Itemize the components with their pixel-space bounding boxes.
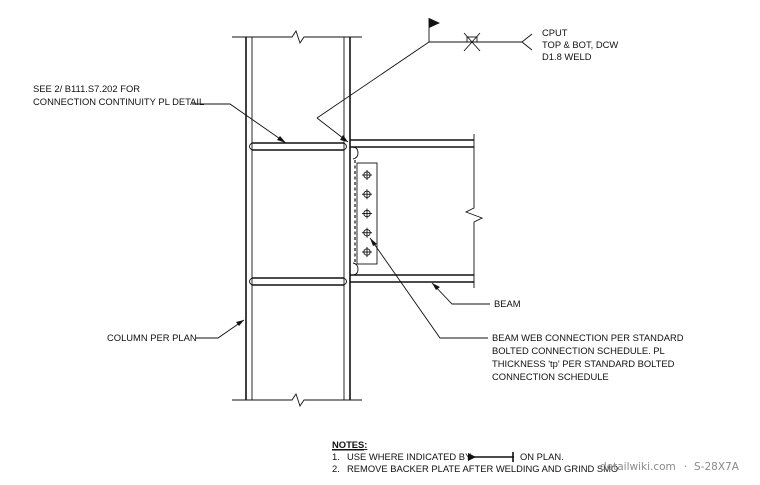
note-1-number: 1.: [332, 451, 340, 462]
watermark-site: detailwiki.com: [600, 461, 676, 473]
watermark-code: S-28X7A: [694, 461, 740, 473]
column: [232, 29, 362, 408]
leaders: [192, 103, 490, 339]
web-connection-label-line1: BEAM WEB CONNECTION PER STANDARD: [492, 332, 684, 343]
web-connection-label-line4: CONNECTION SCHEDULE: [492, 371, 609, 382]
beam: [350, 134, 484, 288]
weld-label-line3: D1.8 WELD: [542, 51, 592, 62]
leader-arrow-icon: [370, 238, 377, 246]
weld-label-line1: CPUT: [542, 27, 568, 38]
note-2-text: REMOVE BACKER PLATE AFTER WELDING AND GR…: [347, 463, 618, 474]
shear-plate: [354, 160, 378, 265]
note-1-text-after: ON PLAN.: [520, 451, 564, 462]
note-1-text-before: USE WHERE INDICATED BY: [347, 451, 472, 462]
watermark-separator: ·: [684, 461, 687, 473]
indicator-arrow-icon: [468, 452, 514, 462]
web-connection-label-line2: BOLTED CONNECTION SCHEDULE. PL: [492, 345, 665, 356]
notes: NOTES: 1. USE WHERE INDICATED BY ON PLAN…: [332, 439, 618, 474]
column-label: COLUMN PER PLAN: [107, 332, 197, 343]
bolt-group: [362, 170, 372, 257]
note-2-number: 2.: [332, 463, 340, 474]
field-weld-flag-icon: [429, 18, 440, 28]
notes-heading: NOTES:: [332, 439, 367, 450]
leader-arrow-icon: [236, 320, 244, 326]
watermark: detailwiki.com · S-28X7A: [600, 461, 740, 473]
leader-arrow-icon: [432, 283, 440, 290]
continuity-plates: [249, 142, 347, 286]
leader-arrow-icon: [340, 135, 348, 142]
weld-label-line2: TOP & BOT, DCW: [542, 39, 618, 50]
beam-label: BEAM: [494, 298, 521, 309]
see-reference-label: SEE 2/ B111.S7.202 FOR: [33, 83, 140, 94]
leader-arrow-icon: [277, 136, 286, 143]
weld-symbol: [316, 18, 533, 143]
see-reference-label-line2: CONNECTION CONTINUITY PL DETAIL: [33, 96, 204, 107]
web-connection-label-line3: THICKNESS 'tp' PER STANDARD BOLTED: [492, 358, 675, 369]
